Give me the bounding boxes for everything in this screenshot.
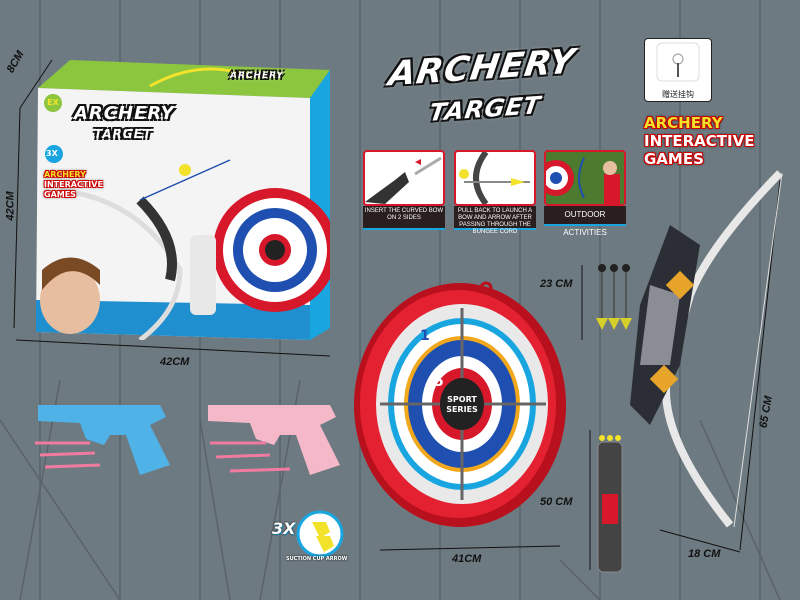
feature-caption-insert-bow: INSERT THE CURVED BOW ON 2 SIDES bbox=[363, 206, 445, 230]
box-tag-3: GAMES bbox=[44, 190, 76, 199]
bonus-hook: 赠送挂钩 bbox=[644, 38, 712, 102]
hook-icon bbox=[656, 42, 700, 82]
box-top-logo: ARCHERY bbox=[230, 71, 284, 81]
dim-box-width: 42CM bbox=[160, 356, 190, 368]
box-brand-logo: EX bbox=[44, 94, 62, 112]
badge-text: SUCTION CUP ARROW bbox=[286, 556, 348, 562]
box-logo-line2: TARGET bbox=[94, 127, 153, 141]
target-board: SPORT SERIES 1 3 5 bbox=[354, 281, 566, 527]
feature-caption-outdoor: OUTDOOR ACTIVITIES bbox=[544, 206, 626, 237]
box-tag-1: ARCHERY bbox=[44, 170, 86, 179]
dim-target-width: 41CM bbox=[452, 553, 482, 565]
hook-label: 赠送挂钩 bbox=[662, 90, 694, 99]
bow bbox=[630, 170, 783, 528]
dim-arrows: 23 CM bbox=[540, 278, 573, 290]
target-number-1: 1 bbox=[420, 328, 430, 344]
feature-card-pull-back bbox=[454, 150, 536, 206]
tagline-interactive: INTERACTIVE bbox=[644, 132, 755, 150]
toy-guns bbox=[35, 405, 340, 475]
dim-bow-width: 18 CM bbox=[688, 548, 721, 560]
feature-caption-pull-back: PULL BACK TO LAUNCH A BOW AND ARROW AFTE… bbox=[454, 206, 536, 235]
tagline: ARCHERY INTERACTIVE GAMES bbox=[644, 114, 754, 168]
target-number-5: 5 bbox=[434, 374, 444, 390]
dim-quiver: 50 CM bbox=[540, 496, 573, 508]
target-number-3: 3 bbox=[428, 352, 438, 368]
target-label-sport: SPORT bbox=[447, 395, 477, 404]
suction-arrow-icon bbox=[296, 510, 344, 558]
target-label-series: SERIES bbox=[446, 405, 478, 414]
box-tagline: ARCHERY INTERACTIVE GAMES bbox=[44, 170, 103, 200]
box-badge: 3X bbox=[46, 149, 58, 158]
dim-box-height: 42CM bbox=[4, 191, 17, 221]
tagline-archery: ARCHERY bbox=[644, 114, 723, 132]
feature-card-insert-bow bbox=[363, 150, 445, 206]
quiver bbox=[597, 435, 623, 573]
arrows bbox=[596, 264, 632, 330]
suction-cup-badge: 3X SUCTION CUP ARROW bbox=[272, 508, 352, 568]
feature-card-outdoor bbox=[544, 150, 626, 206]
box-tag-2: INTERACTIVE bbox=[44, 180, 103, 189]
badge-count: 3X bbox=[272, 519, 296, 538]
box-logo-line1: ARCHERY bbox=[74, 103, 175, 124]
product-box: EX ARCHERY TARGET ARCHERY 3X ARCHERY INT… bbox=[30, 50, 330, 340]
tagline-games: GAMES bbox=[644, 150, 704, 168]
